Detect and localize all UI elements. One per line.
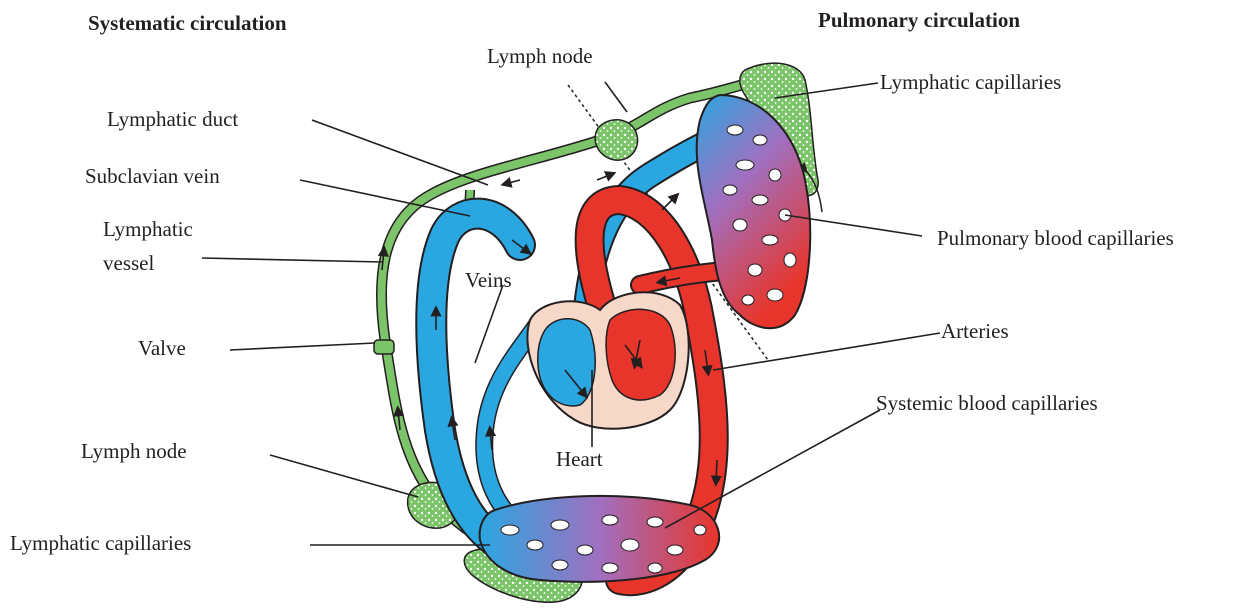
label-lymphatic-capillaries-top: Lymphatic capillaries xyxy=(880,70,1061,94)
heart-shape xyxy=(527,292,688,428)
label-lymphatic-vessel-line1: Lymphatic xyxy=(103,217,193,241)
systemic-heading: Systematic circulation xyxy=(88,11,287,35)
label-lymphatic-vessel-line2: vessel xyxy=(103,251,154,275)
label-heart: Heart xyxy=(556,447,603,471)
lymph-node-top-shape xyxy=(595,120,637,160)
label-lymph-node-top: Lymph node xyxy=(487,44,593,68)
systemic-capillaries-shape xyxy=(480,496,720,582)
label-systemic-blood-capillaries: Systemic blood capillaries xyxy=(876,391,1098,415)
label-lymphatic-duct: Lymphatic duct xyxy=(107,107,238,131)
label-arteries: Arteries xyxy=(941,319,1009,343)
label-veins: Veins xyxy=(465,268,512,292)
label-lymphatic-capillaries-bottom: Lymphatic capillaries xyxy=(10,531,191,555)
valve-shape xyxy=(374,340,394,354)
label-pulmonary-blood-capillaries: Pulmonary blood capillaries xyxy=(937,226,1174,250)
pulmonary-heading: Pulmonary circulation xyxy=(818,8,1020,32)
label-lymph-node-bottom: Lymph node xyxy=(81,439,187,463)
label-subclavian-vein: Subclavian vein xyxy=(85,164,220,188)
label-valve: Valve xyxy=(138,336,186,360)
